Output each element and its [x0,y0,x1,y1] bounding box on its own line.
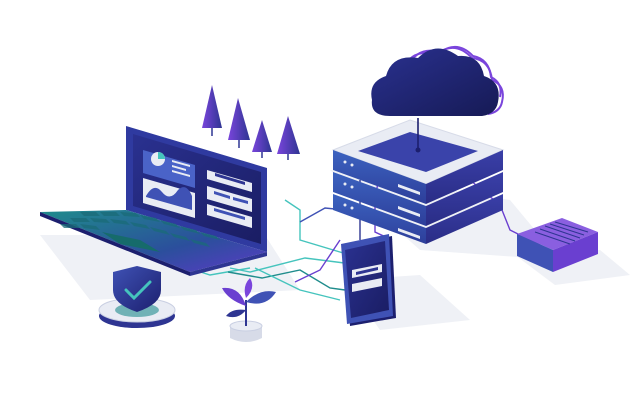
cloud-icon [371,45,504,116]
network-device-icon [517,218,598,272]
plant-icon [222,278,276,342]
dashboard-chart [143,150,252,228]
tablet-icon [341,234,396,326]
shield-check-icon [98,266,176,328]
laptop-icon [40,126,267,276]
tree-icon [202,85,300,160]
server-rack-icon [331,118,505,244]
keyboard [60,212,220,247]
